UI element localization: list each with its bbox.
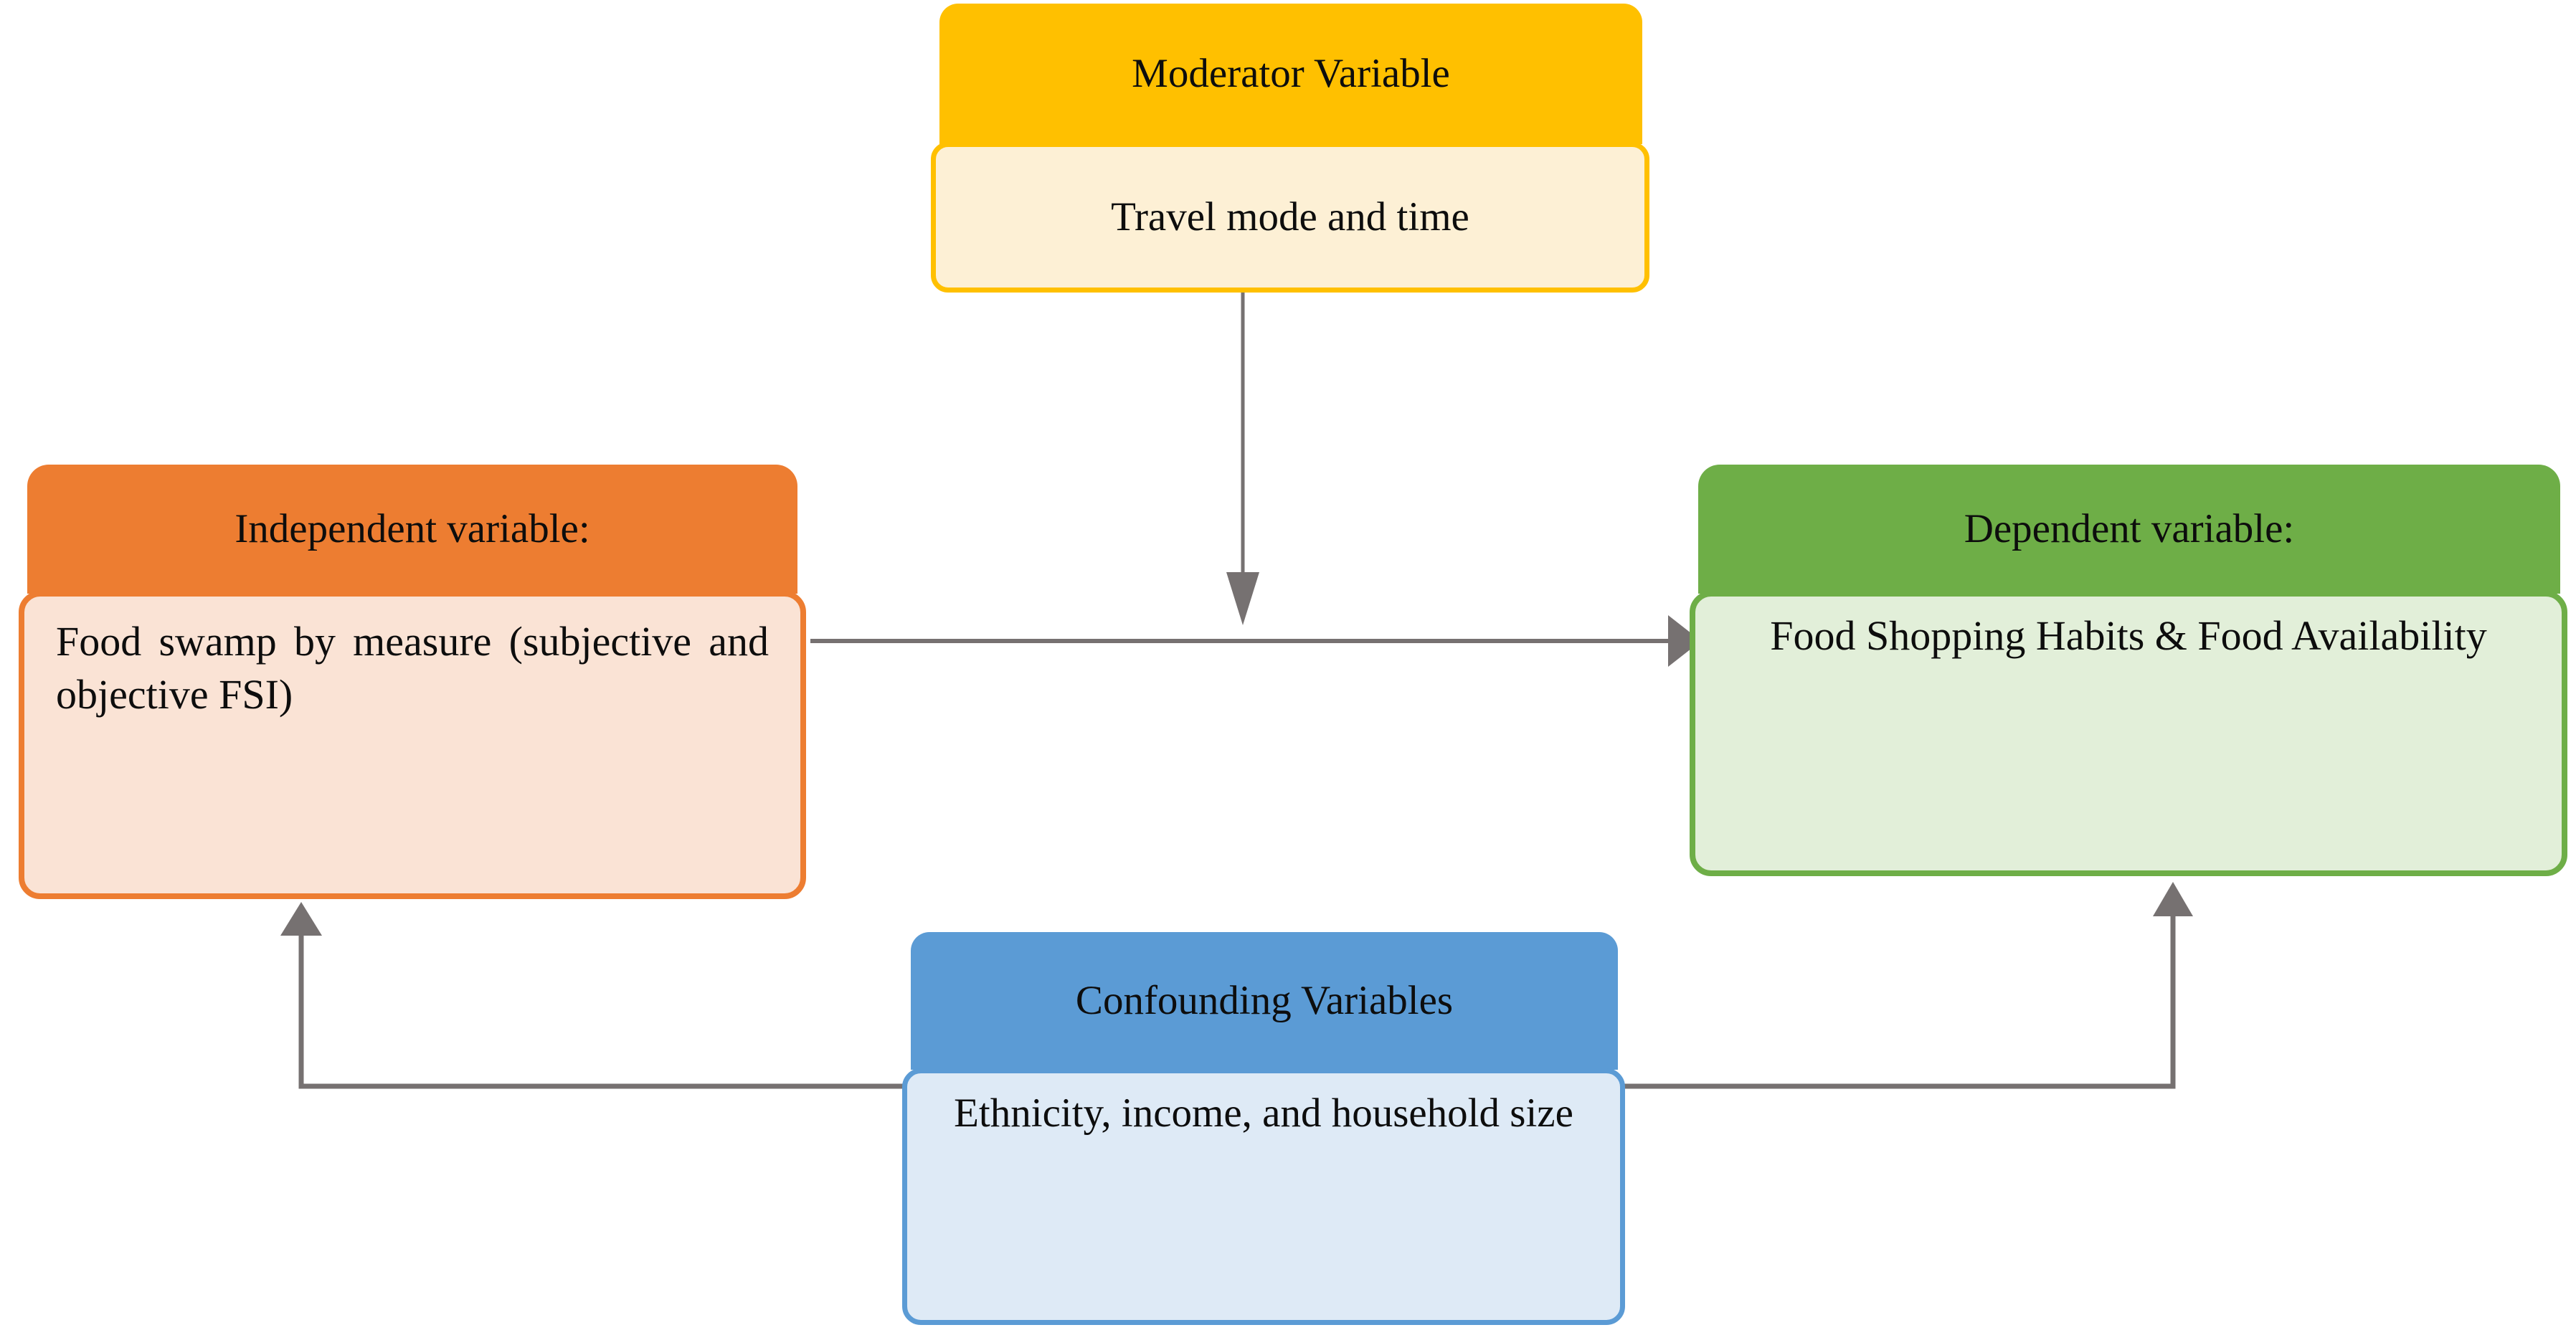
moderator-header: Moderator Variable xyxy=(939,4,1642,144)
connector-independent-to-dependent xyxy=(810,615,1701,667)
connector-line xyxy=(298,932,905,1089)
arrowhead-up-icon xyxy=(2153,882,2193,916)
independent-body: Food swamp by measure (subjective and ob… xyxy=(19,591,806,899)
confounding-header: Confounding Variables xyxy=(911,932,1618,1070)
independent-body-text: Food swamp by measure (subjective and ob… xyxy=(56,618,769,718)
arrowhead-down-icon xyxy=(1226,572,1259,625)
connector-confounding-to-dependent xyxy=(1622,882,2193,1089)
confounding-body: Ethnicity, income, and household size xyxy=(902,1068,1625,1325)
dependent-body: Food Shopping Habits & Food Availability xyxy=(1690,591,2567,876)
confounding-body-text: Ethnicity, income, and household size xyxy=(954,1091,1573,1136)
dependent-body-text: Food Shopping Habits & Food Availability xyxy=(1770,612,2487,659)
independent-header: Independent variable: xyxy=(27,465,797,594)
moderator-body-text: Travel mode and time xyxy=(1111,194,1469,239)
connector-line xyxy=(1622,912,2176,1089)
moderator-body: Travel mode and time xyxy=(931,142,1649,293)
connector-moderator-to-relationship xyxy=(1226,293,1259,625)
dependent-header: Dependent variable: xyxy=(1698,465,2560,594)
connector-confounding-to-independent xyxy=(280,902,905,1089)
arrowhead-up-icon xyxy=(280,902,322,936)
